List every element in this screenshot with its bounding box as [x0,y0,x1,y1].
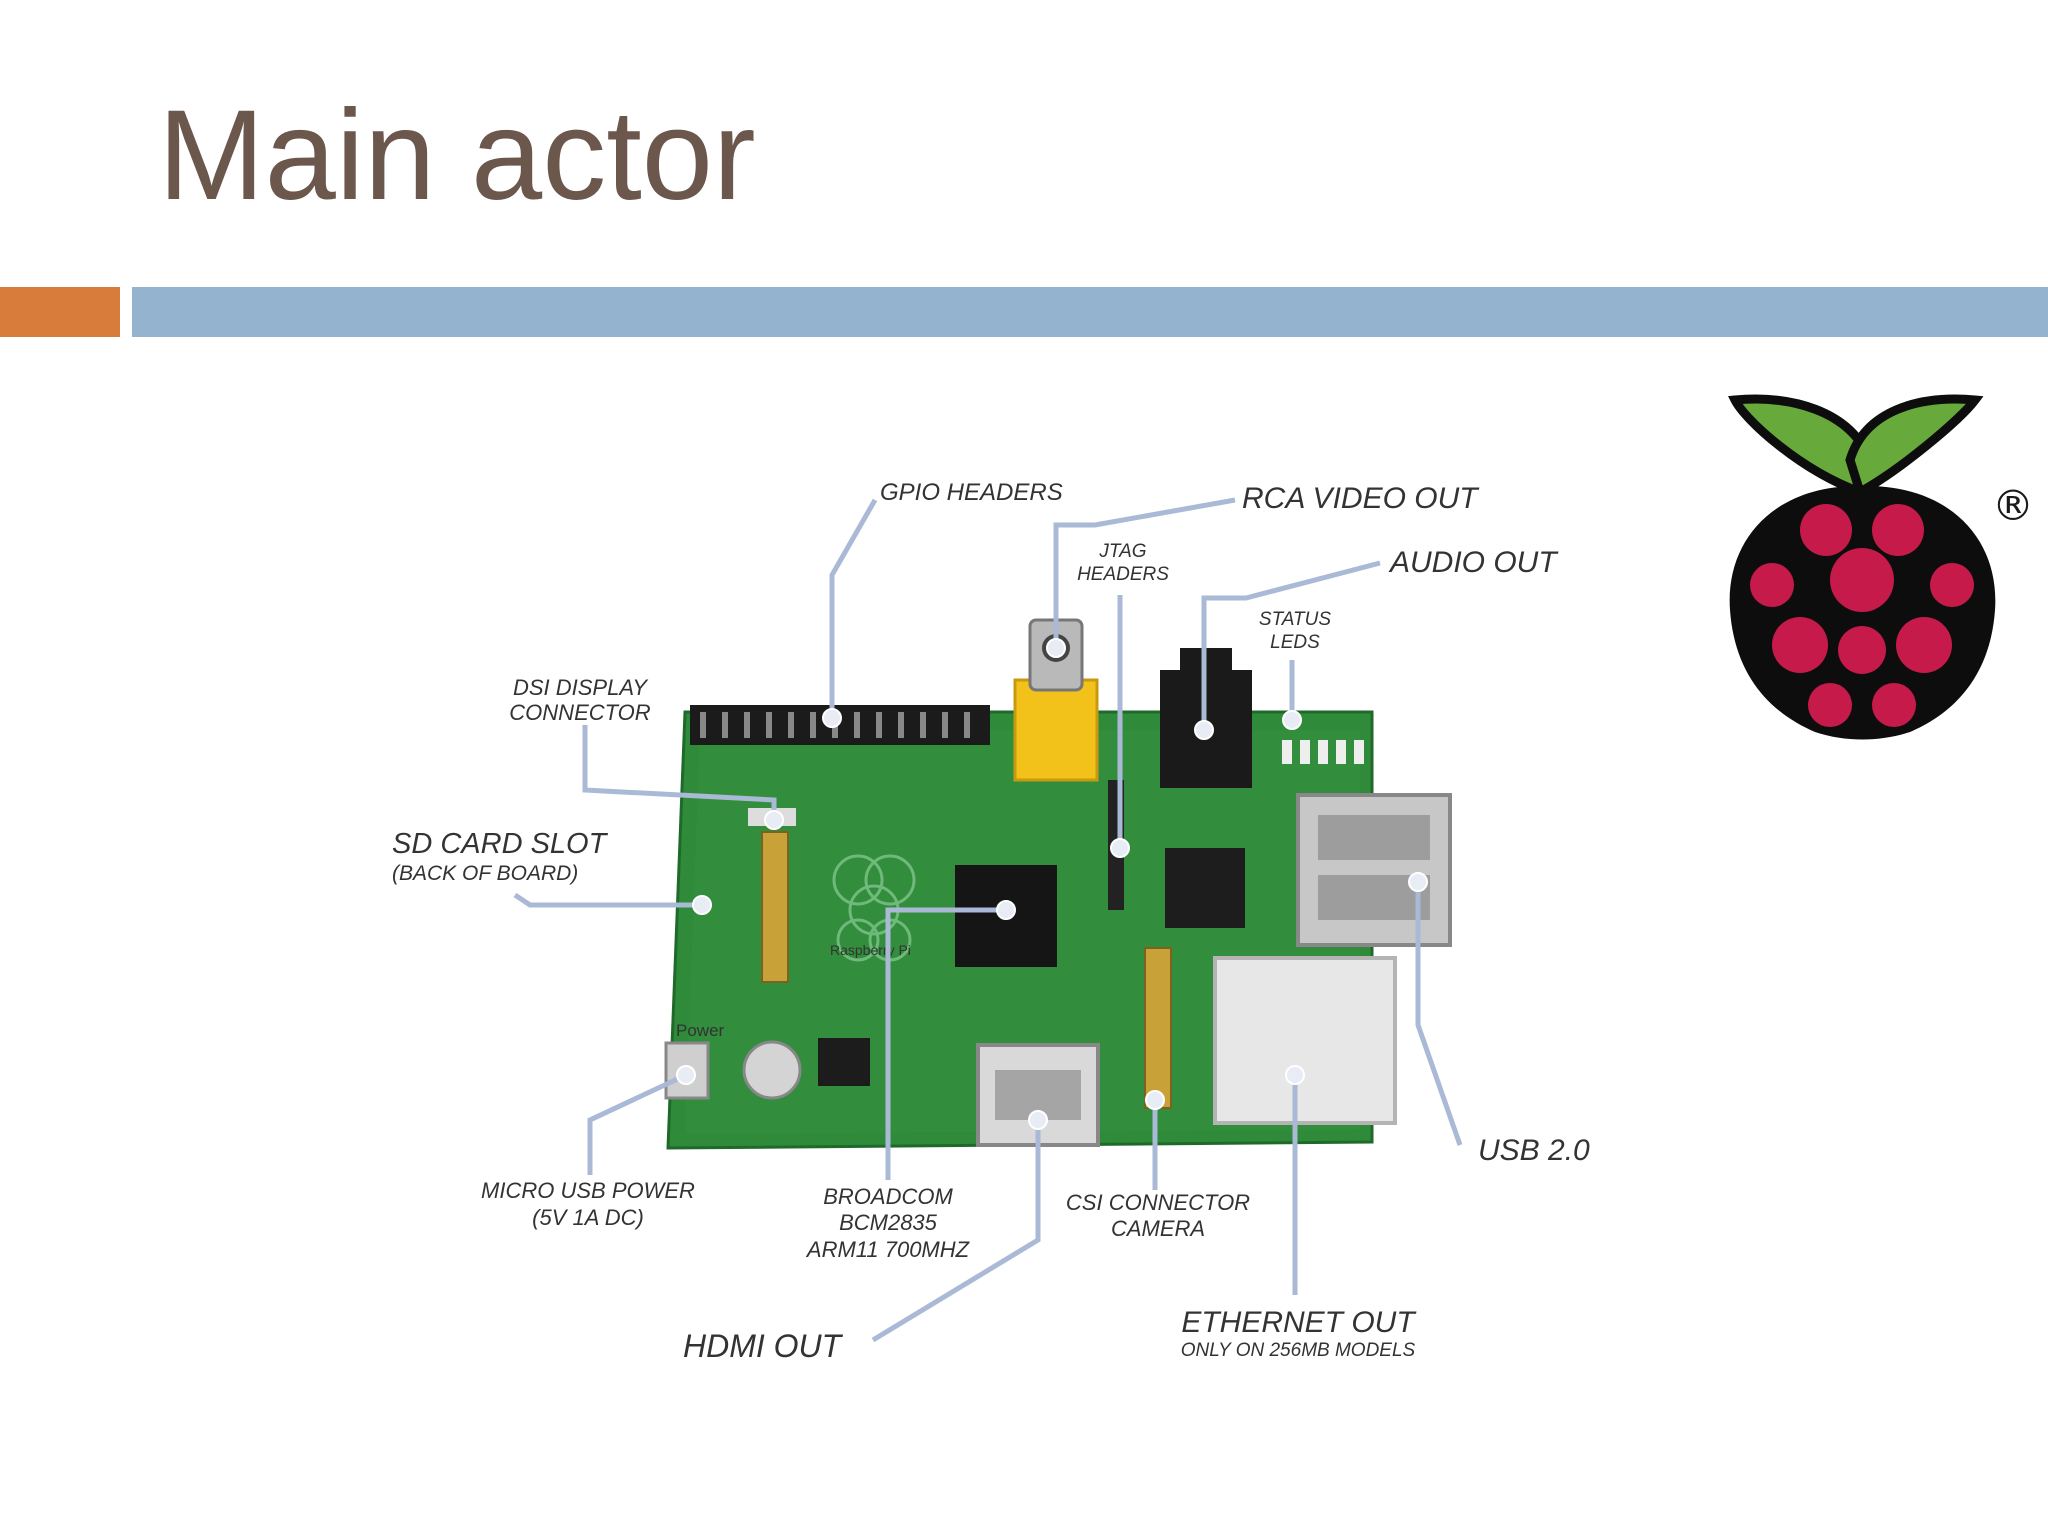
label-dsi-line1: DSI DISPLAY [513,675,648,700]
voltage-regulator [818,1038,870,1086]
label-micro-usb-line2: (5V 1A DC) [532,1205,644,1230]
label-broadcom-line1: BROADCOM [823,1184,953,1209]
accent-bar-blue [132,287,2048,337]
status-leds [1282,740,1364,764]
slide-title: Main actor [158,84,756,227]
label-broadcom-line3: ARM11 700MHZ [805,1237,971,1262]
label-ethernet-line1: ETHERNET OUT [1181,1306,1417,1339]
label-rca-video-out: RCA VIDEO OUT [1242,482,1480,515]
leader-lines [513,497,1463,1343]
board-raspberry-silkscreen [832,854,916,962]
label-gpio-headers: GPIO HEADERS [880,479,1063,506]
capacitor [742,1040,802,1100]
label-broadcom-line2: BCM2835 [839,1210,938,1235]
label-jtag-line2: HEADERS [1077,564,1169,585]
label-csi-line2: CAMERA [1111,1216,1205,1241]
label-status-line1: STATUS [1259,609,1331,630]
csi-connector [1144,947,1172,1109]
label-status-line2: LEDS [1270,632,1320,653]
lan-chip [1165,848,1245,928]
label-sd-card-line1: SD CARD SLOT [392,828,609,860]
leader-dots [676,638,1428,1130]
accent-bar-orange [0,287,120,337]
raspberry-pi-logo-icon [1728,394,1996,740]
board-model-silkscreen: Raspberry Pi [830,942,911,958]
label-hdmi-out: HDMI OUT [683,1328,844,1364]
label-ethernet-line2: ONLY ON 256MB MODELS [1181,1340,1416,1361]
registered-trademark-icon: ® [1992,481,2034,530]
ethernet-port [1213,956,1397,1125]
sd-card-slot [761,831,789,983]
label-sd-card-line2: (BACK OF BOARD) [392,862,578,885]
label-audio-out: AUDIO OUT [1388,546,1559,579]
label-csi-line1: CSI CONNECTOR [1066,1190,1250,1215]
gpio-header [690,705,990,745]
power-silkscreen: Power [676,1021,725,1040]
micro-usb-connector [664,1041,710,1100]
usb-port [1296,793,1452,947]
label-micro-usb-line1: MICRO USB POWER [481,1178,695,1203]
label-dsi-line2: CONNECTOR [509,700,650,725]
label-usb: USB 2.0 [1478,1134,1590,1167]
label-jtag-line1: JTAG [1098,541,1146,562]
